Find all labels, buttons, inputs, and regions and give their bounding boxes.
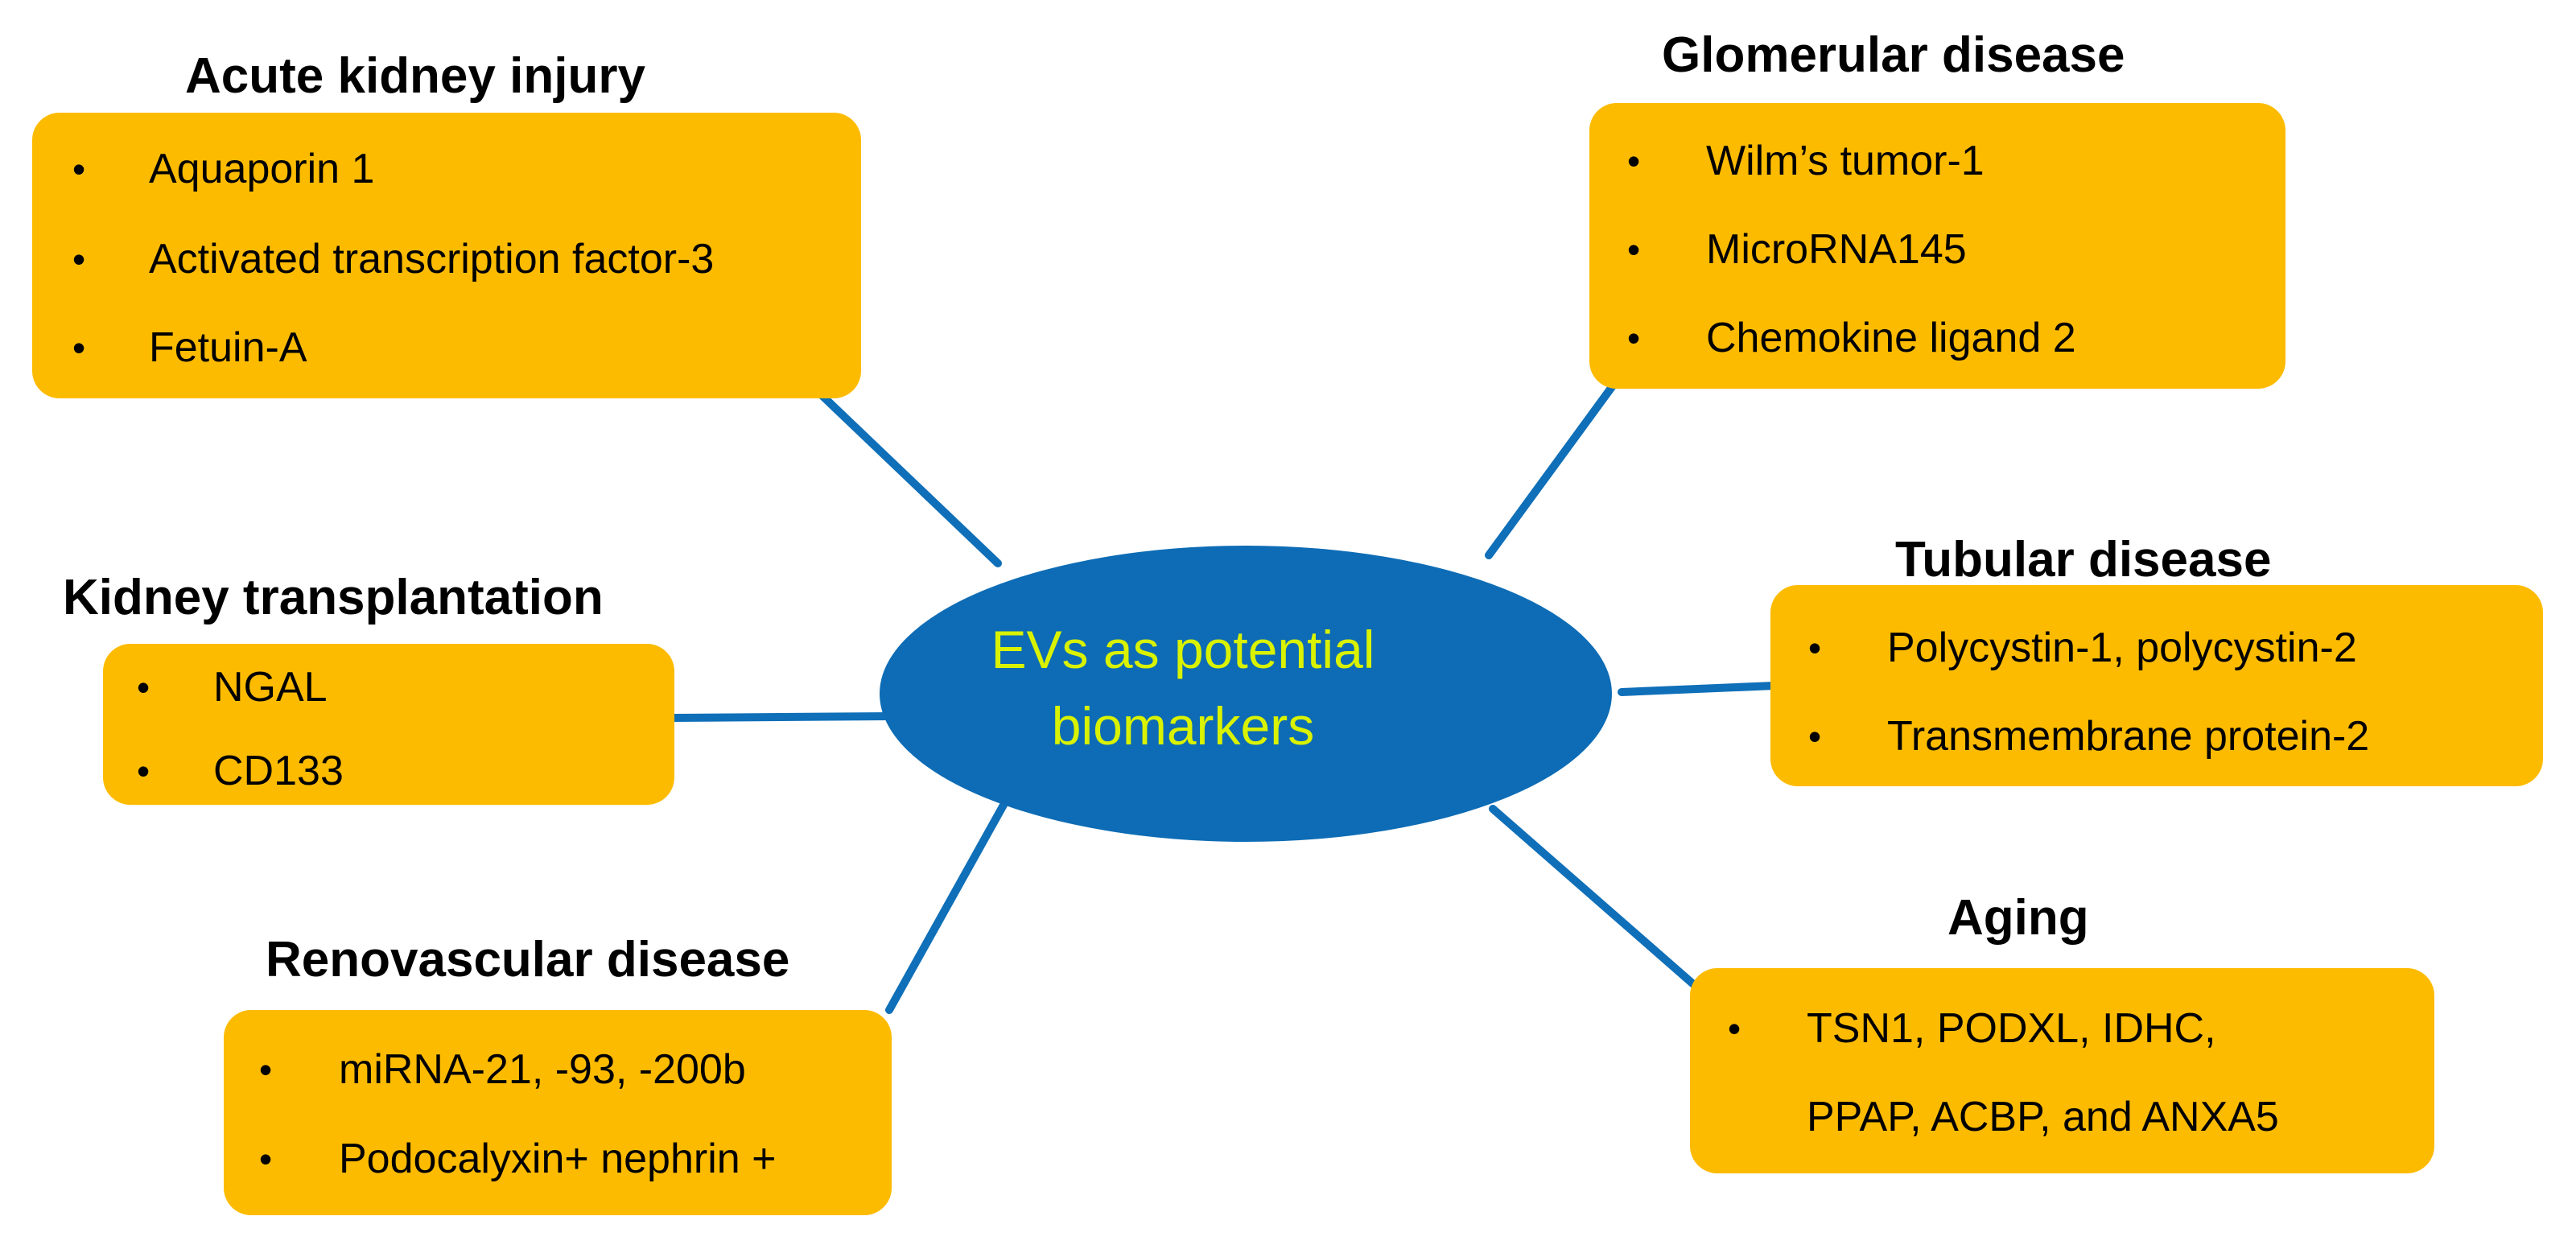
group-title-acute-kidney-injury: Acute kidney injury: [185, 48, 645, 104]
list-item: • Transmembrane protein-2: [1770, 712, 2543, 761]
item-text: Activated transcription factor-3: [149, 236, 715, 282]
list-item: • Fetuin-A: [32, 324, 861, 372]
item-text: Transmembrane protein-2: [1887, 713, 2370, 760]
bullet-icon: •: [136, 750, 150, 792]
list-item: • Wilm’s tumor-1: [1589, 137, 2285, 185]
bullet-icon: •: [1807, 715, 1822, 757]
center-title-line2: biomarkers: [1052, 696, 1314, 756]
connector-renovascular-disease: [885, 761, 1030, 1014]
list-item: • CD133: [103, 747, 674, 795]
list-item-continuation: PPAP, ACBP, and ANXA5: [1690, 1093, 2434, 1141]
group-box-aging: • TSN1, PODXL, IDHC, PPAP, ACBP, and ANX…: [1690, 968, 2434, 1173]
connector-aging: [1489, 805, 1702, 992]
group-title-renovascular-disease: Renovascular disease: [266, 932, 790, 987]
connector-tubular-disease: [1618, 682, 1778, 696]
group-box-renovascular-disease: • miRNA-21, -93, -200b • Podocalyxin+ ne…: [224, 1010, 892, 1215]
item-text: TSN1, PODXL, IDHC,: [1807, 1005, 2216, 1052]
bullet-icon: •: [1626, 317, 1641, 359]
list-item: • Aquaporin 1: [32, 145, 861, 193]
group-box-glomerular-disease: • Wilm’s tumor-1 • MicroRNA145 • Chemoki…: [1589, 103, 2285, 389]
list-item: • TSN1, PODXL, IDHC,: [1690, 1004, 2434, 1053]
group-title-aging: Aging: [1947, 890, 2089, 946]
item-text: Wilm’s tumor-1: [1706, 138, 1985, 184]
connector-acute-kidney-injury: [817, 390, 1002, 567]
list-item: • Activated transcription factor-3: [32, 235, 861, 283]
bullet-icon: •: [1727, 1008, 1741, 1049]
list-item: • NGAL: [103, 663, 674, 711]
group-title-tubular-disease: Tubular disease: [1895, 532, 2272, 587]
connector-glomerular-disease: [1485, 381, 1618, 559]
group-box-tubular-disease: • Polycystin-1, polycystin-2 • Transmemb…: [1770, 585, 2543, 786]
group-title-kidney-transplantation: Kidney transplantation: [63, 570, 604, 625]
bullet-icon: •: [72, 238, 86, 280]
bullet-icon: •: [1626, 229, 1641, 270]
bullet-icon: •: [1626, 140, 1641, 182]
group-box-kidney-transplantation: • NGAL • CD133: [103, 644, 674, 805]
list-item: • Chemokine ligand 2: [1589, 314, 2285, 362]
item-text: Chemokine ligand 2: [1706, 315, 2076, 361]
list-item: • MicroRNA145: [1589, 225, 2285, 274]
item-text: Podocalyxin+ nephrin +: [339, 1136, 777, 1182]
bullet-icon: •: [258, 1138, 273, 1180]
list-item: • Podocalyxin+ nephrin +: [224, 1135, 892, 1183]
group-box-acute-kidney-injury: • Aquaporin 1 • Activated transcription …: [32, 113, 861, 398]
bullet-icon: •: [258, 1049, 273, 1090]
center-node: [880, 546, 1612, 842]
item-text: CD133: [213, 748, 344, 794]
bullet-icon: •: [72, 148, 86, 190]
connector-kidney-transplantation: [668, 712, 893, 722]
list-item: • miRNA-21, -93, -200b: [224, 1045, 892, 1094]
center-title-line1: EVs as potential: [991, 620, 1375, 679]
item-text: NGAL: [213, 664, 328, 711]
bullet-icon: •: [136, 666, 150, 708]
item-text: miRNA-21, -93, -200b: [339, 1046, 746, 1093]
item-text: Polycystin-1, polycystin-2: [1887, 625, 2357, 671]
item-text: Fetuin-A: [149, 324, 307, 371]
item-text: MicroRNA145: [1706, 226, 1967, 273]
bullet-icon: •: [72, 327, 86, 369]
list-item: • Polycystin-1, polycystin-2: [1770, 624, 2543, 672]
item-text: PPAP, ACBP, and ANXA5: [1807, 1094, 2279, 1140]
item-text: Aquaporin 1: [149, 146, 375, 192]
bullet-icon: •: [1807, 627, 1822, 669]
group-title-glomerular-disease: Glomerular disease: [1662, 27, 2125, 83]
